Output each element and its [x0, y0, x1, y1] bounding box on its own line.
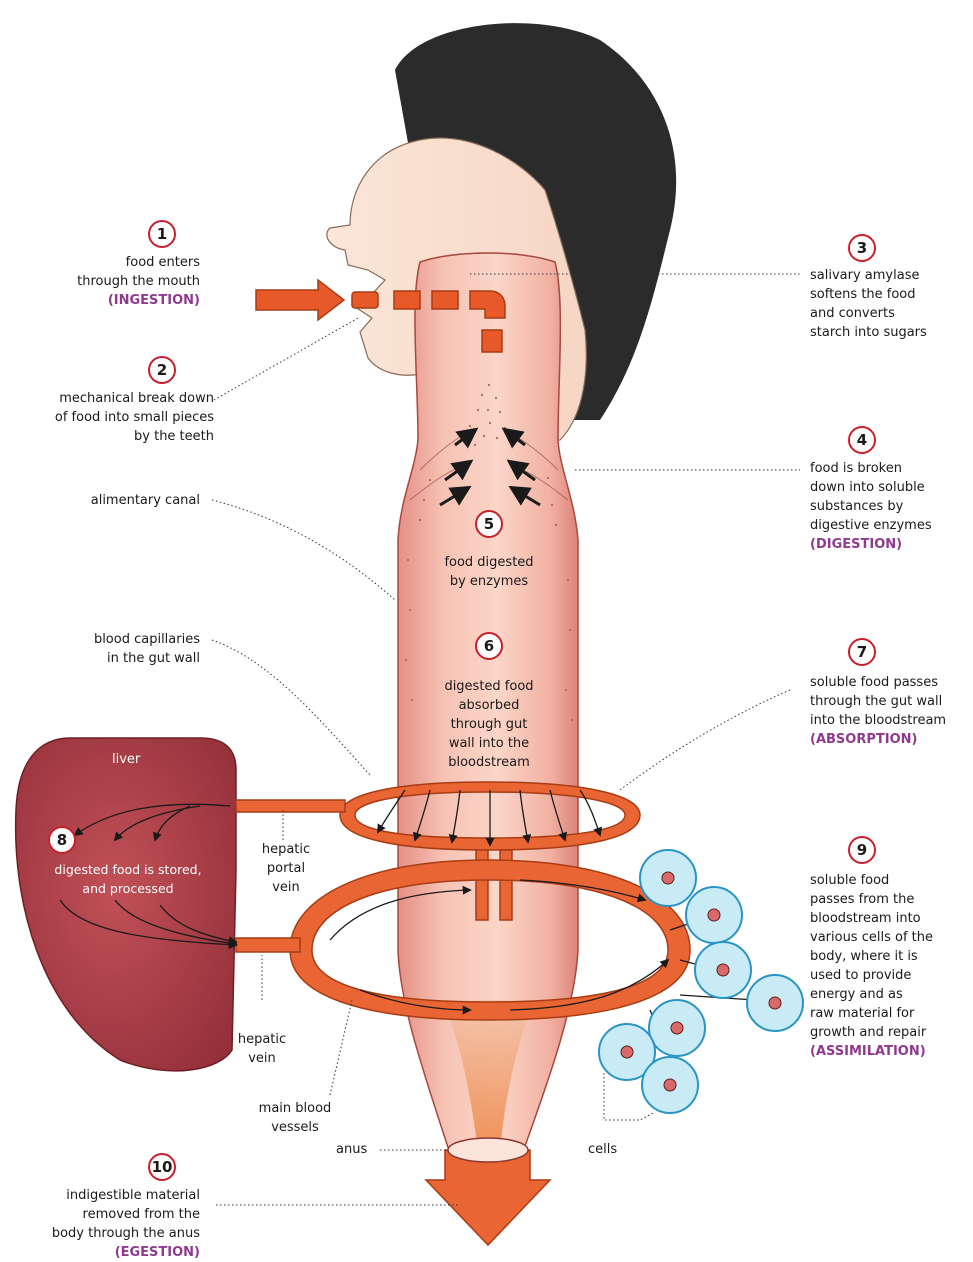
step-6-line: through gut: [420, 715, 558, 734]
step-7-line: through the gut wall: [810, 692, 946, 711]
step-badge-4: 4: [848, 426, 876, 454]
blood-capillaries-line: blood capillaries: [94, 630, 200, 649]
step-6-line: bloodstream: [420, 753, 558, 772]
step-2-line: mechanical break down: [55, 389, 214, 408]
step-10-line: removed from the: [52, 1205, 200, 1224]
step-badge-9: 9: [848, 836, 876, 864]
liver-organ: [16, 738, 236, 1071]
step-9-line: soluble food: [810, 871, 933, 890]
step-4-line: digestive enzymes: [810, 516, 932, 535]
step-1-line: through the mouth: [77, 272, 200, 291]
cells-label: cells: [588, 1140, 617, 1159]
step-8-text: digested food is stored, and processed: [36, 860, 220, 898]
step-2-text: mechanical break down of food into small…: [55, 389, 214, 446]
step-9-line: raw material for: [810, 1004, 933, 1023]
step-6-line: absorbed: [420, 696, 558, 715]
hepatic-portal-vein-line: vein: [258, 878, 314, 897]
step-5-line: food digested: [420, 553, 558, 572]
main-blood-vessels-line: vessels: [245, 1118, 345, 1137]
hepatic-portal-vein-label: hepatic portal vein: [258, 840, 314, 897]
step-10-line: body through the anus: [52, 1224, 200, 1243]
hepatic-vein-line: vein: [232, 1049, 292, 1068]
step-9-line: passes from the: [810, 890, 933, 909]
step-10-line: indigestible material: [52, 1186, 200, 1205]
liver-label: liver: [112, 750, 140, 769]
step-3-line: starch into sugars: [810, 323, 927, 342]
step-1-text: food enters through the mouth (INGESTION…: [77, 253, 200, 310]
step-7-line: into the bloodstream: [810, 711, 946, 730]
anus-label: anus: [336, 1140, 367, 1159]
step-2-line: by the teeth: [55, 427, 214, 446]
hepatic-portal-vein-line: hepatic: [258, 840, 314, 859]
step-4-text: food is broken down into soluble substan…: [810, 459, 932, 554]
step-5-text: food digested by enzymes: [420, 553, 558, 591]
step-4-line: substances by: [810, 497, 932, 516]
step-badge-8: 8: [48, 826, 76, 854]
step-1-keyword: (INGESTION): [77, 291, 200, 310]
step-6-line: wall into the: [420, 734, 558, 753]
step-1-line: food enters: [77, 253, 200, 272]
main-blood-vessels-label: main blood vessels: [245, 1099, 345, 1137]
blood-capillaries-label: blood capillaries in the gut wall: [94, 630, 200, 668]
step-5-line: by enzymes: [420, 572, 558, 591]
step-7-keyword: (ABSORPTION): [810, 730, 946, 749]
step-9-line: energy and as: [810, 985, 933, 1004]
step-3-line: softens the food: [810, 285, 927, 304]
alimentary-canal-label: alimentary canal: [91, 491, 200, 510]
blood-capillaries-line: in the gut wall: [94, 649, 200, 668]
step-3-line: salivary amylase: [810, 266, 927, 285]
step-9-line: various cells of the: [810, 928, 933, 947]
step-badge-7: 7: [848, 638, 876, 666]
step-9-keyword: (ASSIMILATION): [810, 1042, 933, 1061]
step-badge-3: 3: [848, 234, 876, 262]
step-7-text: soluble food passes through the gut wall…: [810, 673, 946, 749]
step-9-line: growth and repair: [810, 1023, 933, 1042]
step-8-line: and processed: [36, 879, 220, 898]
step-badge-1: 1: [148, 220, 176, 248]
step-10-keyword: (EGESTION): [52, 1243, 200, 1262]
step-badge-6: 6: [475, 632, 503, 660]
step-9-line: used to provide: [810, 966, 933, 985]
step-3-text: salivary amylase softens the food and co…: [810, 266, 927, 342]
step-2-line: of food into small pieces: [55, 408, 214, 427]
step-9-line: body, where it is: [810, 947, 933, 966]
step-4-line: food is broken: [810, 459, 932, 478]
step-7-line: soluble food passes: [810, 673, 946, 692]
hepatic-portal-vein-line: portal: [258, 859, 314, 878]
step-badge-2: 2: [148, 356, 176, 384]
step-6-text: digested food absorbed through gut wall …: [420, 677, 558, 772]
step-badge-5: 5: [475, 510, 503, 538]
hepatic-vein-label: hepatic vein: [232, 1030, 292, 1068]
main-blood-vessels-line: main blood: [245, 1099, 345, 1118]
step-10-text: indigestible material removed from the b…: [52, 1186, 200, 1262]
step-8-line: digested food is stored,: [36, 860, 220, 879]
step-4-line: down into soluble: [810, 478, 932, 497]
step-3-line: and converts: [810, 304, 927, 323]
hepatic-vein-line: hepatic: [232, 1030, 292, 1049]
step-9-text: soluble food passes from the bloodstream…: [810, 871, 933, 1061]
step-badge-10: 10: [148, 1153, 176, 1181]
step-6-line: digested food: [420, 677, 558, 696]
step-4-keyword: (DIGESTION): [810, 535, 932, 554]
step-9-line: bloodstream into: [810, 909, 933, 928]
